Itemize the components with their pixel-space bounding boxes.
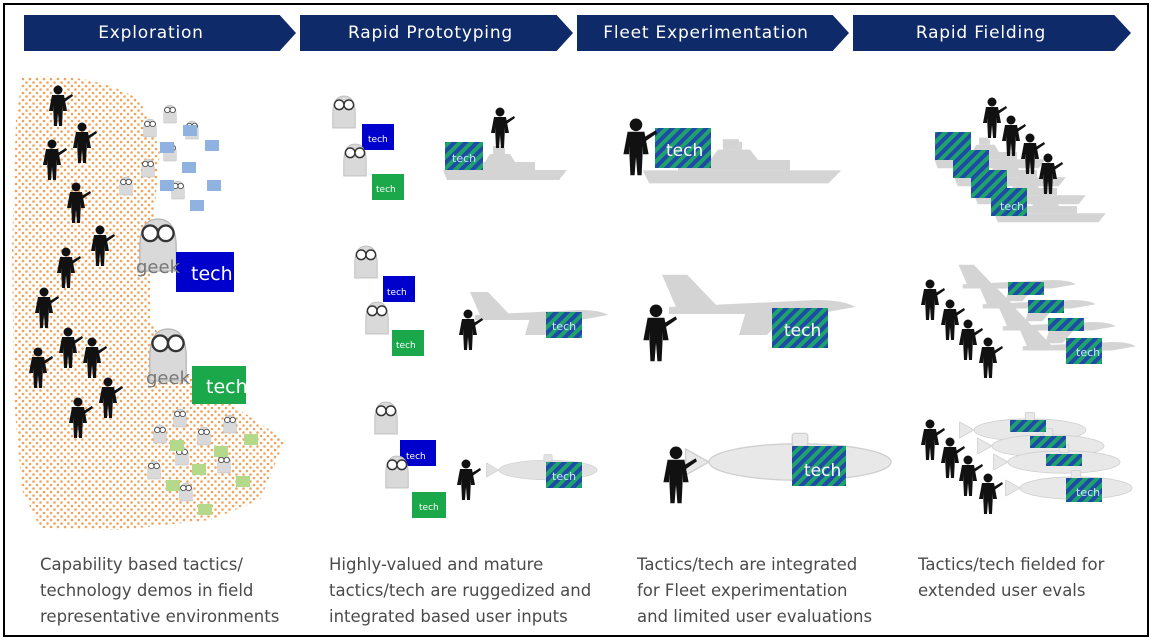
tech-label: tech	[784, 321, 821, 341]
caption-rapid-prototyping: Highly-valued and mature tactics/tech ar…	[329, 555, 592, 626]
proto-row-jet	[354, 245, 608, 356]
geek-label: geek	[146, 368, 191, 389]
tech-label: tech	[1000, 200, 1024, 213]
stage-title: Fleet Experimentation	[603, 23, 809, 43]
tech-label: tech	[419, 503, 439, 513]
stage-title: Exploration	[98, 23, 204, 43]
tech-label: tech	[387, 288, 407, 298]
caption-exploration: Capability based tactics/ technology dem…	[40, 555, 280, 626]
stage-banner-fleet-experimentation: Fleet Experimentation	[577, 15, 849, 51]
stage-title: Rapid Fielding	[915, 23, 1047, 43]
fleet-row-sub	[663, 432, 892, 504]
geek-green	[148, 327, 246, 404]
geek-labels: geek geek	[136, 257, 191, 389]
tech-label: tech	[804, 461, 841, 481]
fleet-row-ship	[623, 118, 842, 184]
tech-label: tech	[206, 376, 248, 398]
small-geeks-top	[119, 104, 221, 211]
tech-label: tech	[552, 470, 576, 483]
fleet-row-jet	[643, 274, 856, 362]
tech-label: tech	[368, 135, 388, 145]
stage-banner-rapid-prototyping: Rapid Prototyping	[300, 15, 573, 51]
tech-label: tech	[666, 141, 703, 161]
tech-label: tech	[1076, 486, 1100, 499]
tech-label: tech	[1076, 346, 1100, 359]
tech-label: tech	[552, 320, 576, 333]
stage-banner-exploration: Exploration	[24, 15, 296, 51]
geek-blue	[138, 217, 234, 292]
field-row-ships	[934, 97, 1106, 223]
tech-label: tech	[191, 263, 233, 285]
stage-banner-rapid-fielding: Rapid Fielding	[853, 15, 1131, 51]
tech-label: tech	[406, 452, 426, 462]
proto-row-sub	[374, 401, 598, 518]
tech-label: tech	[452, 152, 476, 165]
geek-label: geek	[136, 257, 181, 278]
tech-labels: tech tech tech tech tech tech tech tech …	[191, 135, 1100, 513]
stage-title: Rapid Prototyping	[347, 23, 513, 43]
caption-fleet-experimentation: Tactics/tech are integrated for Fleet ex…	[637, 555, 873, 626]
field-row-jets	[921, 264, 1136, 378]
small-geeks-bottom	[147, 408, 258, 515]
caption-rapid-fielding: Tactics/tech fielded for extended user e…	[918, 555, 1105, 600]
proto-row-ship	[332, 95, 567, 200]
tech-label: tech	[396, 341, 416, 351]
tech-label: tech	[376, 185, 396, 195]
field-row-subs	[921, 411, 1133, 514]
